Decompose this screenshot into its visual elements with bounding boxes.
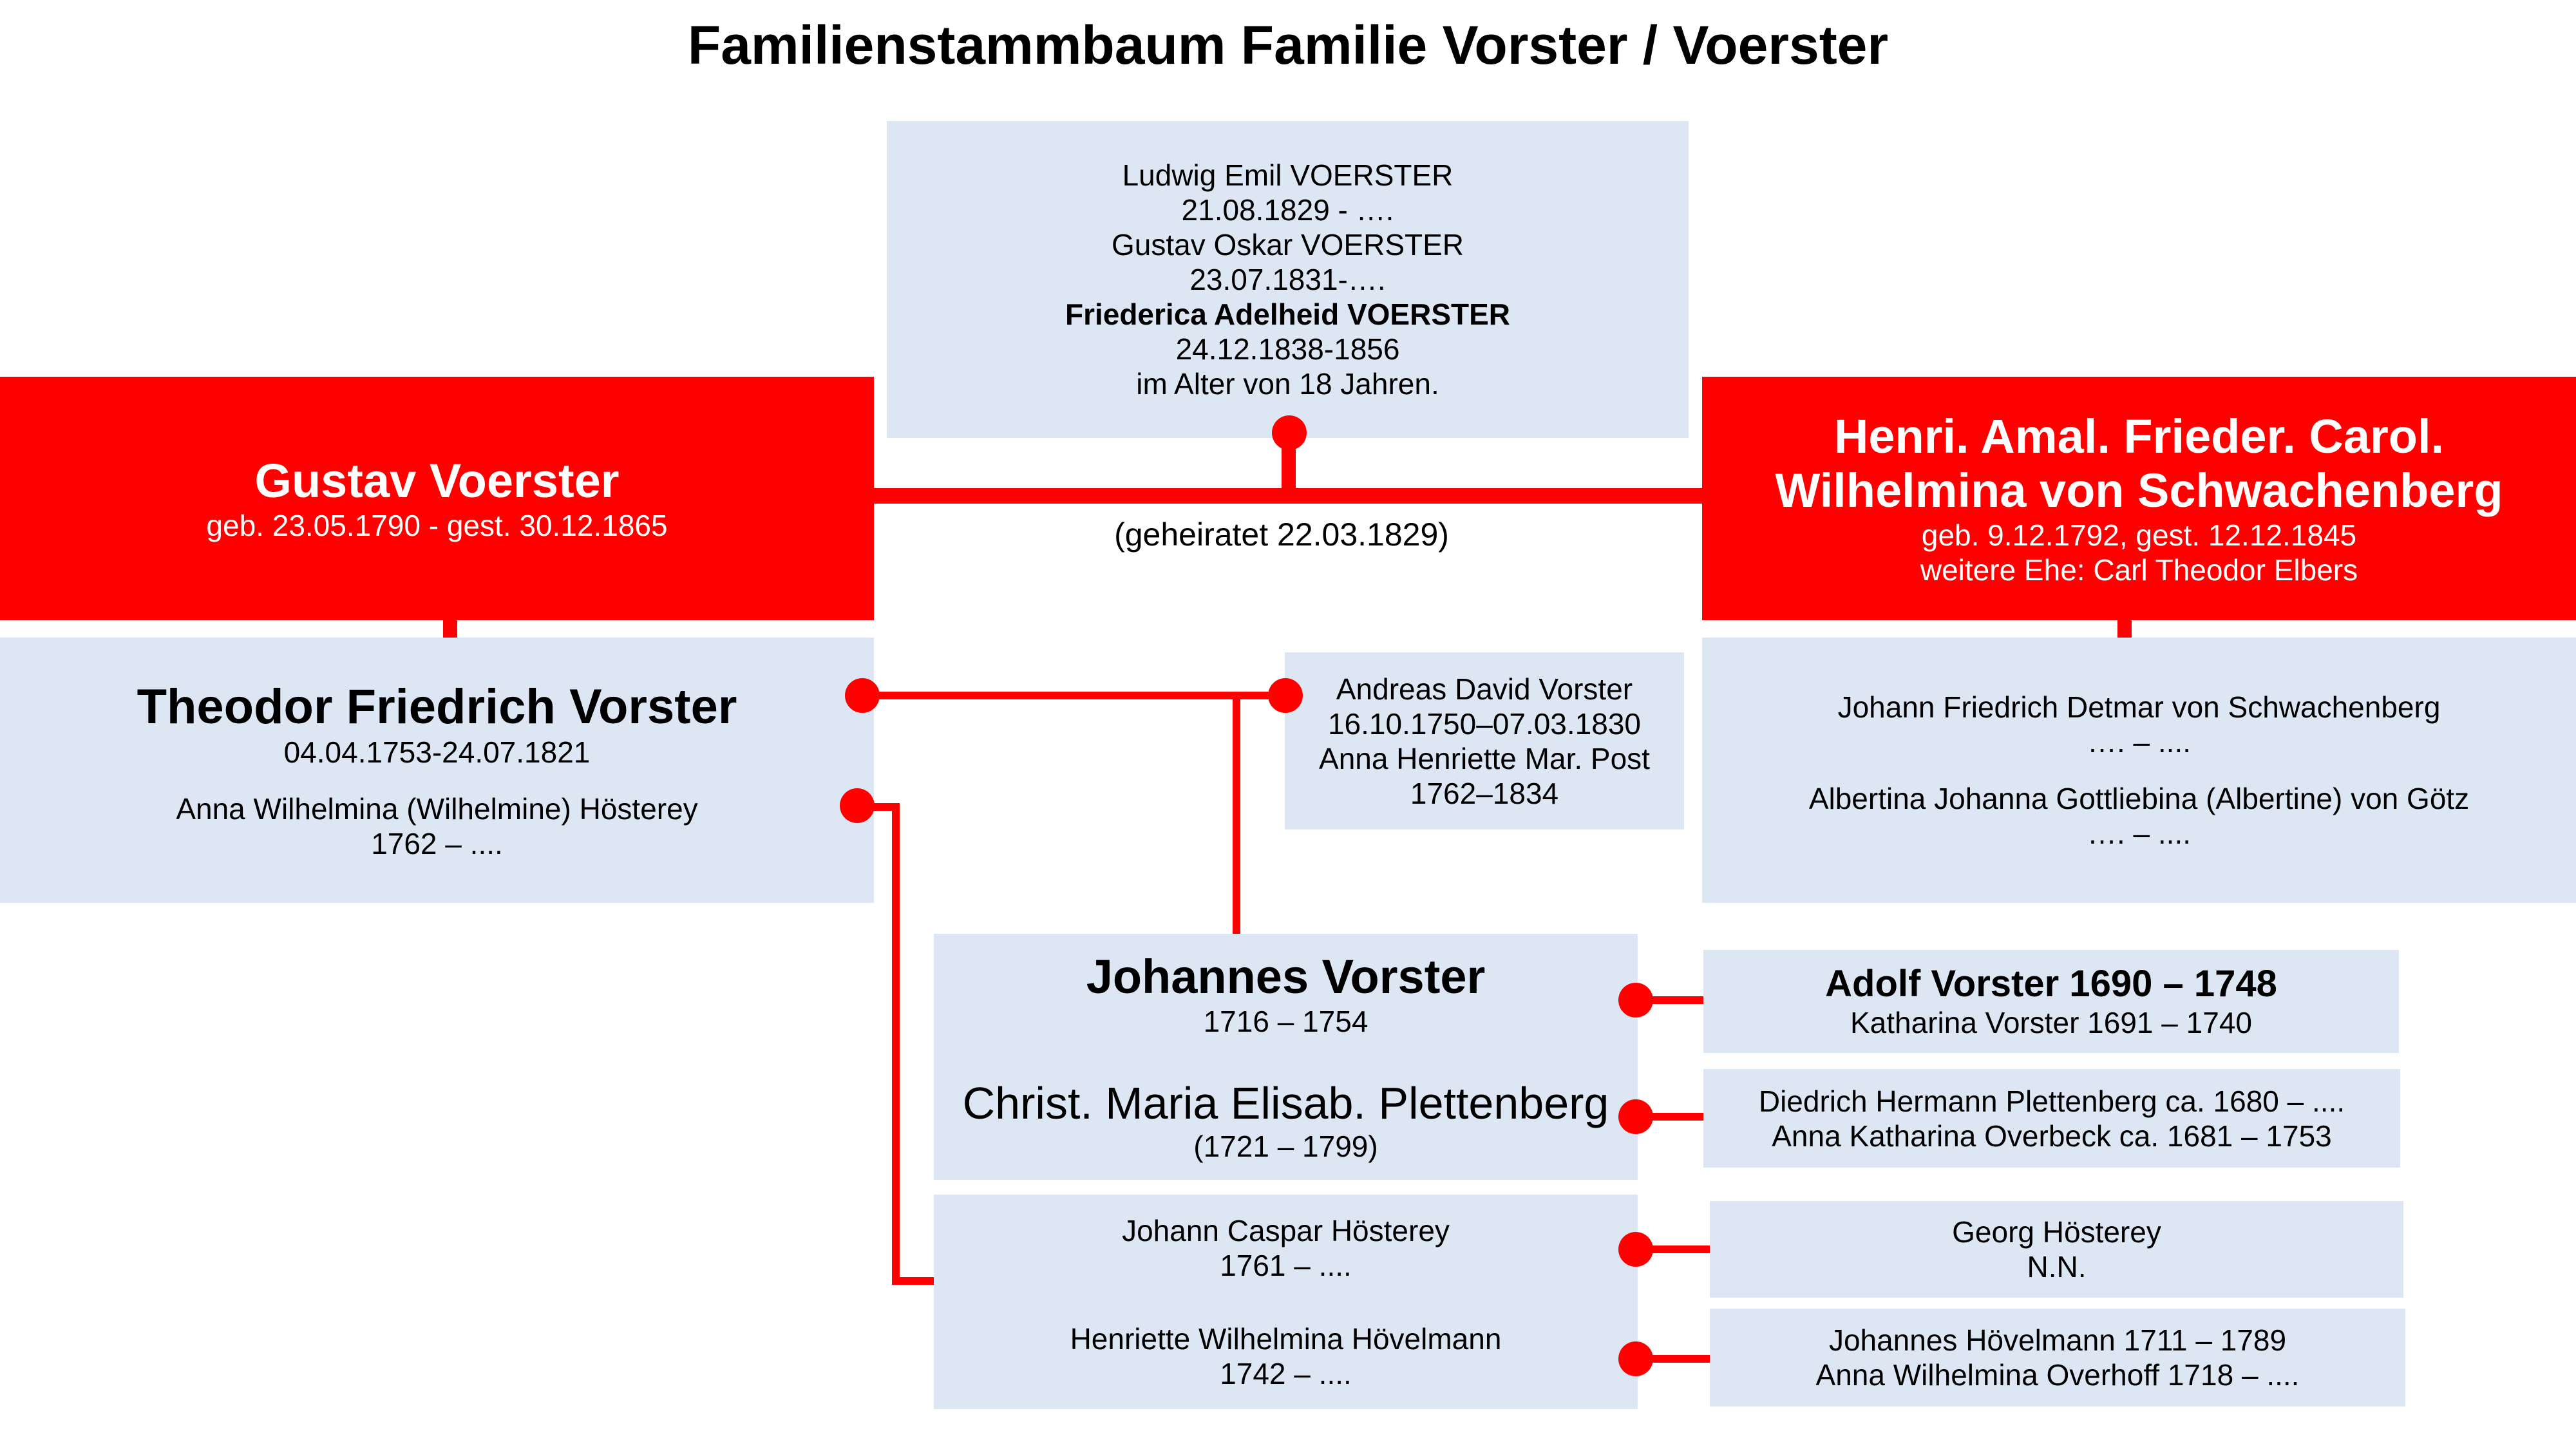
- andreas-dates: 16.10.1750–07.03.1830: [1327, 706, 1642, 741]
- theodor-dates: 04.04.1753-24.07.1821: [283, 735, 591, 769]
- johannes-spouse-name: Christ. Maria Elisab. Plettenberg: [962, 1078, 1609, 1128]
- theodor-connector-dot: [845, 678, 880, 713]
- hoesterey-mother-name: Henriette Wilhelmina Hövelmann: [1070, 1321, 1502, 1356]
- anna-hoesterey-line-h2: [892, 1277, 934, 1285]
- adolf-vorster-box: Adolf Vorster 1690 – 1748 Katharina Vors…: [1703, 950, 2399, 1053]
- plettenberg-parents-box: Diedrich Hermann Plettenberg ca. 1680 – …: [1703, 1069, 2400, 1168]
- theodor-name: Theodor Friedrich Vorster: [137, 679, 737, 734]
- henriette-schwachenberg-box: Henri. Amal. Frieder. Carol. Wilhelmina …: [1702, 377, 2576, 620]
- hoevelmann-mother: Anna Wilhelmina Overhoff 1718 – ....: [1815, 1358, 2300, 1392]
- johannes-dates: 1716 – 1754: [1203, 1005, 1368, 1038]
- gustav-parent-stub: [443, 615, 457, 638]
- schwachenberg-father-dates: …. – ....: [2087, 725, 2192, 759]
- hoevelmann-line: [1636, 1355, 1710, 1363]
- hoevelmann-connector-dot: [1618, 1341, 1653, 1376]
- children-connector-dot: [1272, 415, 1307, 450]
- child-gustav-oskar-name: Gustav Oskar VOERSTER: [1111, 228, 1464, 261]
- children-box: Ludwig Emil VOERSTER 21.08.1829 - …. Gus…: [887, 121, 1689, 438]
- anna-hoesterey-connector-dot: [840, 788, 875, 823]
- georg-line: [1636, 1245, 1710, 1253]
- adolf-name: Adolf Vorster 1690 – 1748: [1825, 963, 2277, 1005]
- theodor-vorster-box: Theodor Friedrich Vorster 04.04.1753-24.…: [0, 638, 874, 903]
- child-friederica-name: Friederica Adelheid VOERSTER: [1065, 298, 1511, 331]
- gustav-voerster-box: Gustav Voerster geb. 23.05.1790 - gest. …: [0, 377, 874, 620]
- hoesterey-parents-box: Johann Caspar Hösterey 1761 – .... Henri…: [934, 1195, 1638, 1409]
- johannes-adolf-line: [1636, 996, 1705, 1004]
- marriage-label: (geheiratet 22.03.1829): [1114, 516, 1449, 553]
- hoevelmann-father: Johannes Hövelmann 1711 – 1789: [1828, 1323, 2287, 1357]
- child-friederica-dates: 24.12.1838-1856: [1175, 332, 1400, 366]
- theodor-johannes-line: [1233, 692, 1240, 935]
- child-friederica-note: im Alter von 18 Jahren.: [1136, 367, 1439, 401]
- plettenberg-line: [1636, 1113, 1705, 1121]
- georg-hoesterey-box: Georg Hösterey N.N.: [1710, 1201, 2403, 1298]
- andreas-connector-dot: [1268, 678, 1303, 713]
- andreas-spouse-name: Anna Henriette Mar. Post: [1319, 741, 1650, 775]
- henriette-note: weitere Ehe: Carl Theodor Elbers: [1920, 553, 2358, 587]
- andreas-vorster-box: Andreas David Vorster 16.10.1750–07.03.1…: [1285, 652, 1684, 829]
- plettenberg-connector-dot: [1618, 1099, 1653, 1134]
- adolf-spouse: Katharina Vorster 1691 – 1740: [1850, 1006, 2252, 1039]
- andreas-name: Andreas David Vorster: [1336, 672, 1633, 706]
- hoesterey-father-dates: 1761 – ....: [1220, 1248, 1352, 1282]
- schwachenberg-parents-box: Johann Friedrich Detmar von Schwachenber…: [1702, 638, 2576, 903]
- child-gustav-oskar-dates: 23.07.1831-….: [1189, 263, 1386, 296]
- theodor-spouse-dates: 1762 – ....: [371, 827, 503, 860]
- gustav-dates: geb. 23.05.1790 - gest. 30.12.1865: [206, 509, 668, 542]
- plettenberg-mother: Anna Katharina Overbeck ca. 1681 – 1753: [1772, 1119, 2332, 1153]
- schwachenberg-mother-name: Albertina Johanna Gottliebina (Albertine…: [1808, 782, 2470, 815]
- child-ludwig-dates: 21.08.1829 - ….: [1181, 193, 1394, 227]
- johannes-name: Johannes Vorster: [1086, 950, 1486, 1003]
- schwachenberg-mother-dates: …. – ....: [2087, 817, 2192, 850]
- henriette-name-line2: Wilhelmina von Schwachenberg: [1775, 464, 2503, 517]
- theodor-andreas-line: [862, 692, 1287, 699]
- georg-spouse: N.N.: [2027, 1250, 2087, 1283]
- gustav-name: Gustav Voerster: [254, 454, 620, 507]
- johannes-spouse-dates: (1721 – 1799): [1193, 1130, 1378, 1163]
- page-title: Familienstammbaum Familie Vorster / Voer…: [687, 15, 1889, 75]
- hoesterey-father-name: Johann Caspar Hösterey: [1122, 1213, 1450, 1247]
- plettenberg-father: Diedrich Hermann Plettenberg ca. 1680 – …: [1758, 1084, 2345, 1118]
- andreas-spouse-dates: 1762–1834: [1410, 776, 1559, 810]
- henriette-dates: geb. 9.12.1792, gest. 12.12.1845: [1921, 518, 2357, 552]
- theodor-spouse-name: Anna Wilhelmina (Wilhelmine) Hösterey: [176, 792, 698, 826]
- children-connector: [1282, 435, 1296, 496]
- georg-name: Georg Hösterey: [1952, 1215, 2161, 1249]
- georg-connector-dot: [1618, 1232, 1653, 1267]
- child-ludwig-name: Ludwig Emil VOERSTER: [1122, 158, 1454, 192]
- henriette-parent-stub: [2117, 615, 2132, 638]
- hoesterey-mother-dates: 1742 – ....: [1220, 1356, 1352, 1390]
- adolf-connector-dot: [1618, 983, 1653, 1018]
- johannes-vorster-box: Johannes Vorster 1716 – 1754 Christ. Mar…: [934, 934, 1638, 1180]
- schwachenberg-father-name: Johann Friedrich Detmar von Schwachenber…: [1837, 690, 2441, 724]
- anna-hoesterey-line-v: [892, 803, 900, 1285]
- henriette-name-line1: Henri. Amal. Frieder. Carol.: [1833, 410, 2445, 463]
- hoevelmann-box: Johannes Hövelmann 1711 – 1789 Anna Wilh…: [1710, 1309, 2405, 1406]
